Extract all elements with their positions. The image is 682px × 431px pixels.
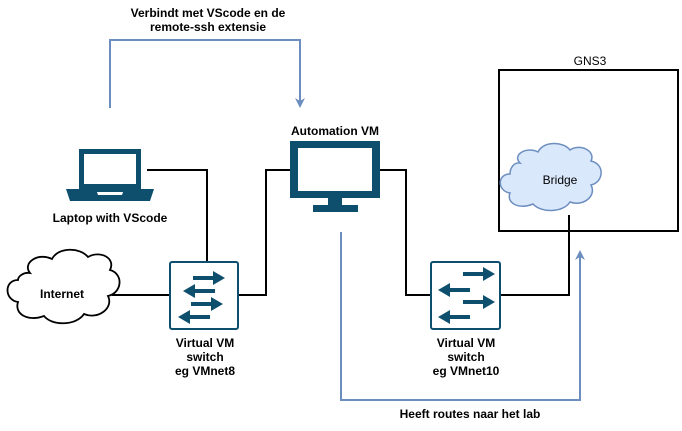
switch-icon bbox=[169, 261, 239, 330]
arrow-remote-ssh bbox=[109, 39, 305, 108]
link-switch-a-automation-vm bbox=[238, 169, 290, 296]
bridge-label: Bridge bbox=[542, 173, 578, 187]
link-laptop-switch-a bbox=[147, 169, 208, 262]
laptop-icon bbox=[66, 149, 154, 201]
laptop-label: Laptop with VScode bbox=[52, 211, 168, 225]
arrow-routes-to-lab bbox=[340, 232, 585, 401]
automation-vm-label: Automation VM bbox=[291, 124, 379, 138]
connection-lines bbox=[112, 169, 570, 296]
link-automation-vm-switch-b bbox=[380, 169, 430, 296]
gns3-label: GNS3 bbox=[573, 54, 607, 68]
monitor-icon bbox=[290, 141, 380, 212]
cloud-icon bbox=[499, 142, 602, 212]
internet-label: Internet bbox=[39, 287, 84, 301]
cloud-icon bbox=[6, 248, 121, 325]
switch-b-label: Virtual VM switch eg VMnet10 bbox=[432, 336, 500, 378]
routes-label: Heeft routes naar het lab bbox=[399, 407, 541, 421]
switch-icon bbox=[430, 261, 501, 330]
link-switch-b-bridge bbox=[500, 215, 570, 296]
remote-ssh-label: Verbindt met VScode en de remote-ssh ext… bbox=[130, 6, 286, 34]
switch-a-label: Virtual VM switch eg VMnet8 bbox=[174, 336, 235, 378]
